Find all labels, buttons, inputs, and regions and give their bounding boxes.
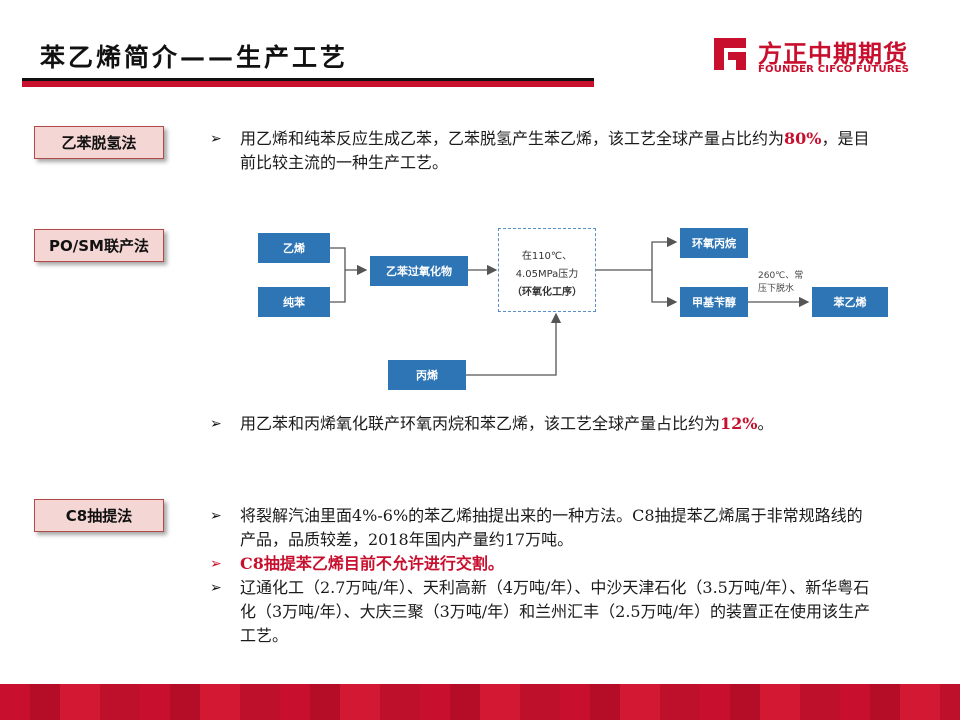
node-ethylbenzene-hydroperoxide: 乙苯过氧化物: [370, 256, 468, 286]
arrow-bullet-icon: ➢: [210, 580, 222, 596]
page-title: 苯乙烯简介——生产工艺: [40, 43, 349, 72]
bullet-text: 。: [757, 414, 774, 433]
section-label-ethylbenzene-dehydrogenation: 乙苯脱氢法: [34, 126, 164, 159]
section2-bullets: ➢ 用乙苯和丙烯氧化联产环氧丙烷和苯乙烯，该工艺全球产量占比约为12%。: [210, 412, 870, 436]
section1-bullets: ➢ 用乙烯和纯苯反应生成乙苯，乙苯脱氢产生苯乙烯，该工艺全球产量占比约为80%，是…: [210, 127, 870, 175]
highlight-value: 12%: [720, 414, 758, 433]
node-epoxidation-conditions: 在110℃、 4.05MPa压力 （环氧化工序）: [498, 228, 596, 312]
bullet-text: 用乙烯和纯苯反应生成乙苯，乙苯脱氢产生苯乙烯，该工艺全球产量占比约为: [240, 129, 785, 148]
bullet-text: C8抽提苯乙烯目前不允许进行交割。: [240, 554, 504, 573]
node-propylene-oxide: 环氧丙烷: [680, 228, 748, 258]
bullet-text: 将裂解汽油里面4%-6%的苯乙烯抽提出来的一种方法。C8抽提苯乙烯属于非常规路线…: [240, 506, 863, 549]
highlight-value: 80%: [784, 129, 822, 148]
bullet-text: 用乙苯和丙烯氧化联产环氧丙烷和苯乙烯，该工艺全球产量占比约为: [240, 414, 721, 433]
section-label-c8-extraction: C8抽提法: [34, 499, 164, 532]
list-item: ➢ 辽通化工（2.7万吨/年）、天利高新（4万吨/年）、中沙天津石化（3.5万吨/…: [210, 576, 870, 648]
logo-chinese-name: 方正中期期货: [758, 40, 908, 68]
condition-step-name: （环氧化工序）: [512, 287, 582, 298]
arrow-bullet-icon: ➢: [210, 131, 222, 147]
logo-english-name: FOUNDER CIFCO FUTURES: [758, 64, 910, 75]
node-propylene: 丙烯: [388, 360, 466, 390]
bullet-text: 辽通化工（2.7万吨/年）、天利高新（4万吨/年）、中沙天津石化（3.5万吨/年…: [240, 578, 870, 645]
section3-bullets: ➢ 将裂解汽油里面4%-6%的苯乙烯抽提出来的一种方法。C8抽提苯乙烯属于非常规路…: [210, 504, 870, 648]
bullet-text: ，是目前比较主流的一种生产工艺。: [240, 129, 870, 172]
arrow-bullet-icon: ➢: [210, 508, 222, 524]
condition-temperature: 在110℃、: [521, 251, 573, 262]
condition-pressure: 4.05MPa压力: [515, 269, 579, 280]
node-styrene: 苯乙烯: [812, 287, 888, 317]
list-item: ➢ 用乙烯和纯苯反应生成乙苯，乙苯脱氢产生苯乙烯，该工艺全球产量占比约为80%，是…: [210, 127, 870, 175]
section-label-po-sm: PO/SM联产法: [34, 229, 164, 262]
dehydration-condition-line2: 压下脱水: [758, 284, 795, 294]
footer-bar: [0, 684, 960, 720]
title-underline-black: [22, 78, 594, 81]
list-item: ➢ 用乙苯和丙烯氧化联产环氧丙烷和苯乙烯，该工艺全球产量占比约为12%。: [210, 412, 870, 436]
list-item-warning: ➢ C8抽提苯乙烯目前不允许进行交割。: [210, 552, 870, 576]
node-ethylene: 乙烯: [258, 233, 330, 263]
process-flow-diagram: 乙烯 纯苯 乙苯过氧化物 丙烯 在110℃、 4.05MPa压力 （环氧化工序）…: [240, 220, 900, 400]
company-logo: 方正中期期货 FOUNDER CIFCO FUTURES: [710, 34, 920, 78]
founder-logo-icon: [714, 38, 746, 70]
node-methylbenzyl-alcohol: 甲基苄醇: [680, 287, 748, 317]
node-benzene: 纯苯: [258, 287, 330, 317]
arrow-bullet-icon: ➢: [210, 416, 222, 432]
flow-connectors: [330, 236, 810, 376]
arrow-bullet-icon: ➢: [210, 556, 222, 572]
list-item: ➢ 将裂解汽油里面4%-6%的苯乙烯抽提出来的一种方法。C8抽提苯乙烯属于非常规路…: [210, 504, 870, 552]
dehydration-condition-line1: 260℃、常: [758, 271, 804, 281]
title-underline-red: [22, 81, 594, 87]
